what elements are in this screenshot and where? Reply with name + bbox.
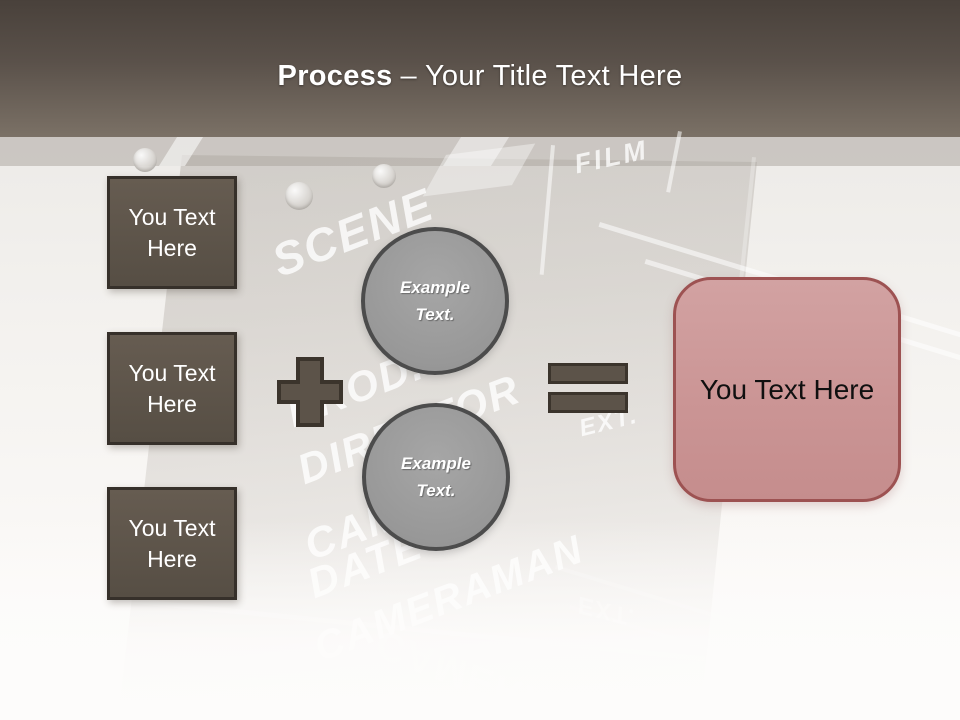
- title-separator: –: [400, 60, 417, 92]
- equals-bar-top: [548, 363, 628, 384]
- result-box: You Text Here: [673, 277, 901, 502]
- slide-canvas: SCENE FILM PROD. DIRECTOR EXT. CAMERA DA…: [0, 131, 960, 720]
- title-emphasis: Process: [277, 60, 393, 92]
- plus-icon: [277, 357, 343, 427]
- equals-bar-bottom: [548, 392, 628, 413]
- page-title: Process–Your Title Text Here: [278, 60, 683, 93]
- input-box-1: You Text Here: [107, 176, 237, 289]
- input-box-1-label: You Text Here: [128, 204, 216, 261]
- input-box-3-label: You Text Here: [128, 515, 216, 572]
- process-diagram: You Text Here You Text Here You Text Her…: [0, 137, 960, 720]
- equals-icon: [548, 363, 628, 413]
- example-circle-2: Example Text.: [362, 403, 510, 551]
- input-box-3: You Text Here: [107, 487, 237, 600]
- title-rest: Your Title Text Here: [424, 60, 683, 92]
- example-circle-1-label: Example Text.: [400, 277, 470, 324]
- example-circle-1: Example Text.: [361, 227, 509, 375]
- example-circle-2-label: Example Text.: [401, 453, 471, 500]
- input-box-2-label: You Text Here: [128, 360, 216, 417]
- title-bar: Process–Your Title Text Here: [0, 0, 960, 137]
- result-box-label: You Text Here: [699, 373, 875, 405]
- input-box-2: You Text Here: [107, 332, 237, 445]
